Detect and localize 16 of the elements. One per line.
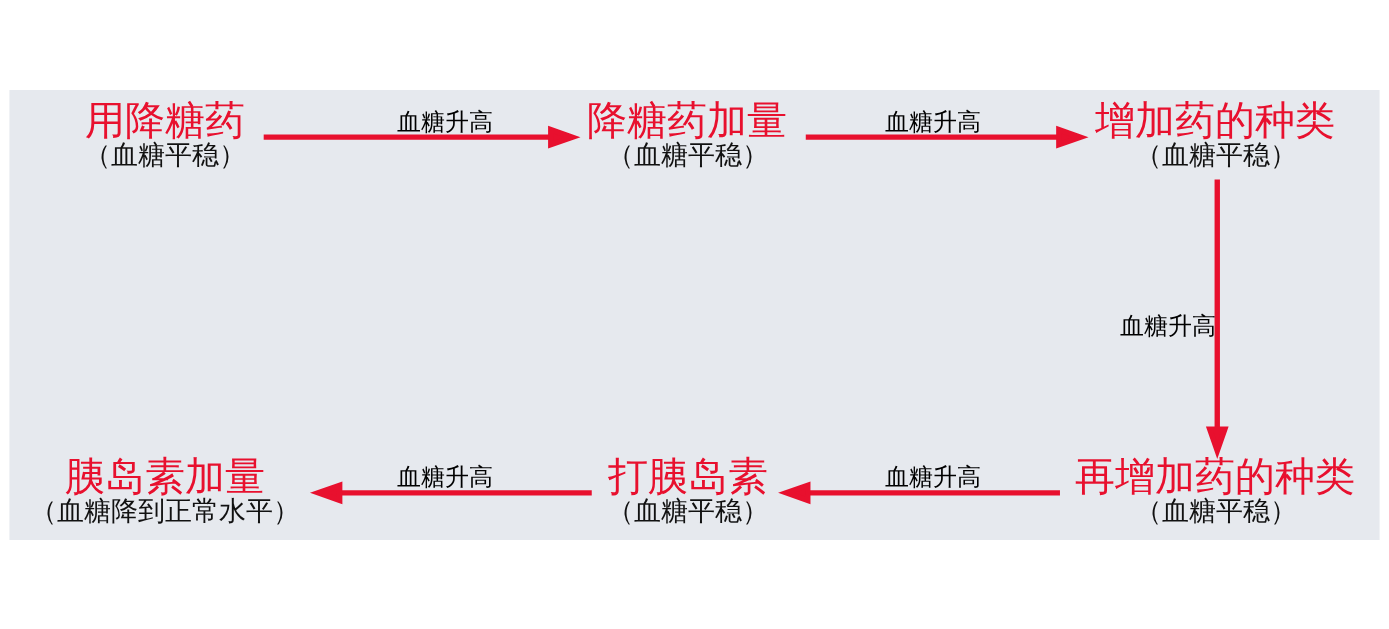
node-text: 再增加药的种类 （血糖平稳） (1075, 451, 1356, 526)
node-text: 用降糖药 （血糖平稳） (84, 95, 247, 170)
edge-label: 血糖升高 (397, 461, 494, 491)
edge-label: 血糖升高 (884, 461, 981, 491)
arrow (778, 481, 1060, 504)
node-text: 降糖药加量 （血糖平稳） (587, 95, 788, 170)
arrow (1205, 178, 1229, 459)
node-text: 胰岛素加量 （血糖降到正常水平） (29, 451, 300, 526)
node-text: 打胰岛素 （血糖平稳） (606, 451, 769, 526)
arrow (309, 481, 592, 504)
arrow (263, 125, 581, 148)
arrow (805, 125, 1089, 148)
node-text: 增加药的种类 （血糖平稳） (1095, 95, 1336, 170)
edge-label: 血糖升高 (397, 106, 494, 136)
edge-label: 血糖升高 (1120, 310, 1217, 340)
edge-label: 血糖升高 (884, 106, 981, 136)
